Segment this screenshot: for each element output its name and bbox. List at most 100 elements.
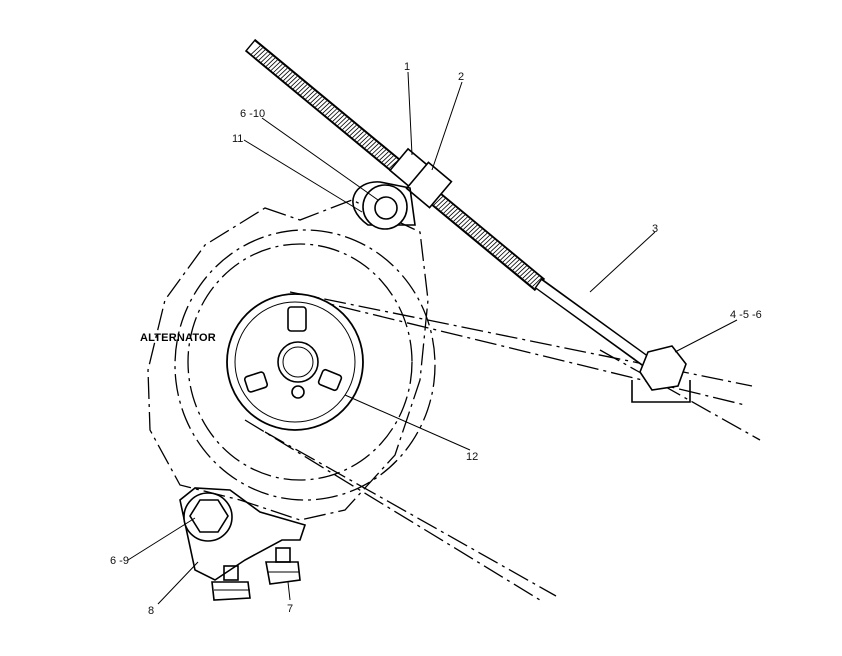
thread-line	[507, 257, 518, 267]
thread-line	[354, 131, 364, 140]
thread-line	[465, 222, 476, 232]
thread-line	[280, 70, 290, 79]
pulley-slot-right	[317, 368, 343, 392]
pulley-hub	[277, 341, 319, 383]
upper-pivot-boss	[352, 181, 416, 230]
thread-line	[364, 139, 374, 149]
callout-11: 11	[232, 133, 243, 145]
adjusting-rod	[244, 38, 659, 373]
thread-line	[342, 120, 352, 130]
thread-line	[448, 208, 458, 218]
rod-end-bracket	[631, 345, 691, 403]
rod-end-hex-nut	[639, 345, 687, 391]
thread-line	[278, 68, 288, 77]
thread-line	[258, 51, 268, 61]
thread-line	[487, 241, 498, 250]
thread-line	[500, 251, 510, 261]
thread-line	[295, 82, 305, 92]
thread-line	[255, 49, 266, 59]
thread-line	[352, 129, 362, 138]
thread-line	[260, 53, 271, 63]
thread-line	[357, 133, 367, 143]
thread-line	[332, 112, 342, 122]
callout-12: 12	[466, 451, 478, 463]
thread-line	[275, 65, 285, 75]
thread-line	[381, 153, 392, 163]
pulley-slot-left	[243, 371, 269, 393]
thread-line	[480, 235, 490, 244]
thread-line	[359, 135, 369, 145]
thread-line	[253, 47, 263, 57]
thread-line	[327, 108, 337, 118]
thread-line	[302, 88, 313, 98]
thread-line	[463, 220, 473, 230]
thread-line	[329, 110, 340, 120]
leader-lines	[127, 71, 738, 605]
thread-line	[441, 202, 451, 212]
thread-line	[473, 228, 483, 238]
alternator-pulley	[226, 293, 364, 431]
thread-line	[433, 196, 443, 206]
thread-line	[305, 90, 315, 100]
callout-6-10: 6 -10	[240, 108, 265, 120]
thread-line	[251, 45, 261, 55]
alternator-label: ALTERNATOR	[140, 332, 216, 344]
thread-line	[384, 155, 394, 165]
thread-line	[512, 261, 522, 271]
thread-line	[315, 98, 325, 108]
thread-line	[362, 137, 372, 147]
thread-line	[312, 96, 323, 106]
thread-line	[529, 275, 540, 285]
thread-line	[369, 143, 379, 153]
upper-pivot-bolt	[374, 196, 398, 220]
lower-mounting-bracket	[179, 487, 307, 601]
callout-4-5-6: 4 -5 -6	[730, 309, 762, 321]
callout-7: 7	[287, 603, 293, 615]
callout-2: 2	[458, 71, 464, 83]
thread-line	[527, 273, 537, 283]
thread-line	[460, 218, 471, 228]
thread-line	[453, 212, 463, 222]
pulley-slot-top	[287, 306, 307, 332]
thread-line	[285, 74, 295, 83]
alternator-housing	[147, 199, 436, 521]
thread-line	[490, 243, 500, 252]
thread-line	[290, 78, 300, 88]
thread-line	[470, 226, 480, 236]
callout-1: 1	[404, 61, 410, 73]
thread-line	[270, 61, 281, 71]
thread-line	[505, 255, 515, 265]
lower-pivot-hex	[189, 499, 229, 533]
thread-line	[438, 200, 448, 210]
thread-line	[485, 239, 495, 248]
thread-line	[379, 151, 389, 161]
thread-line	[337, 116, 347, 126]
thread-line	[374, 147, 384, 157]
thread-line	[436, 198, 446, 208]
thread-line	[317, 100, 327, 110]
thread-line	[458, 216, 468, 226]
callout-6-9: 6 -9	[110, 555, 129, 567]
thread-line	[483, 237, 493, 246]
thread-line	[273, 63, 283, 73]
thread-line	[532, 277, 542, 287]
thread-line	[443, 204, 453, 214]
lower-bolt-right	[265, 547, 301, 585]
thread-line	[450, 210, 461, 220]
thread-line	[492, 245, 503, 255]
thread-line	[325, 106, 335, 116]
thread-line	[334, 114, 345, 124]
thread-line	[283, 72, 293, 81]
thread-line	[344, 123, 355, 132]
thread-line	[268, 59, 278, 69]
adjusting-trunnion	[405, 161, 453, 209]
thread-line	[468, 224, 478, 234]
thread-line	[376, 149, 387, 159]
thread-line	[515, 263, 525, 273]
thread-line	[497, 249, 508, 259]
thread-line	[307, 92, 318, 102]
thread-line	[265, 57, 276, 67]
thread-line	[522, 269, 532, 279]
thread-line	[446, 206, 456, 216]
thread-line	[347, 125, 357, 134]
